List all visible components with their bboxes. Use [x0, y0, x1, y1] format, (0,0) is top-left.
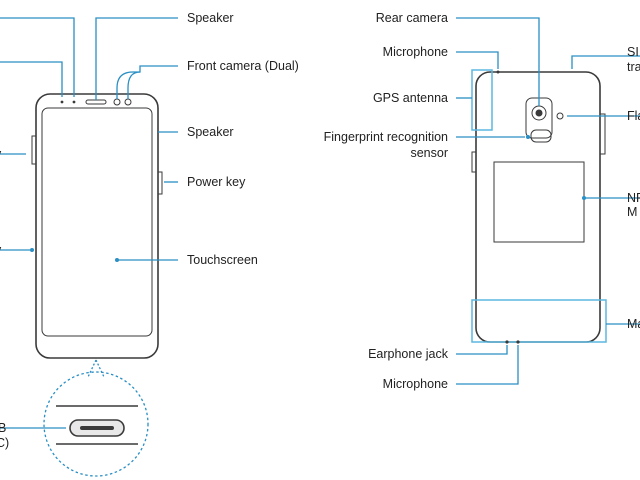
zoom-connector-left — [87, 359, 97, 378]
label-microphone-top: Microphone — [383, 45, 448, 59]
front-phone-body — [35, 93, 159, 359]
leader-microphone-top — [456, 51, 499, 69]
rear-flash — [556, 112, 564, 120]
label-partial-y2: y — [0, 243, 2, 257]
fingerprint-sensor — [530, 129, 552, 143]
top-microphone-hole — [496, 70, 500, 74]
label-partial-y1: y — [0, 147, 2, 161]
leader-dot-side-y2 — [30, 248, 34, 252]
label-power-key: Power key — [187, 175, 246, 189]
label-partial-sim1: SI — [627, 45, 639, 59]
leader-dot-fingerprint — [526, 135, 530, 139]
label-speaker-side: Speaker — [187, 125, 234, 139]
rear-camera-lens — [535, 109, 543, 117]
back-left-key — [471, 151, 477, 173]
leader-partial-top2 — [0, 17, 75, 97]
label-gps-antenna: GPS antenna — [373, 91, 448, 105]
label-partial-main: Ma — [627, 317, 640, 331]
bottom-microphone-hole — [516, 340, 520, 344]
label-microphone-bottom: Microphone — [383, 377, 448, 391]
front-speaker-slot — [85, 99, 107, 105]
leader-dot-nfc — [582, 196, 586, 200]
leader-dot-touchscreen — [115, 258, 119, 262]
earphone-jack-hole — [505, 340, 509, 344]
usb-c-port-tongue — [80, 426, 114, 430]
front-power-key — [157, 171, 163, 195]
label-partial-c: C) — [0, 436, 9, 450]
back-side-key — [599, 113, 606, 155]
leader-front-camera-b — [127, 71, 141, 99]
label-touchscreen: Touchscreen — [187, 253, 258, 267]
leader-earphone-jack — [456, 345, 508, 355]
zoom-circle — [43, 371, 149, 477]
zoom-connector-right — [95, 359, 105, 378]
gps-antenna-area — [471, 69, 493, 131]
label-earphone-jack: Earphone jack — [368, 347, 449, 361]
nfc-antenna-area — [493, 161, 585, 243]
leader-speaker-top — [95, 17, 178, 100]
front-camera-lens-1 — [113, 98, 121, 106]
front-sensor-dot-2 — [72, 100, 76, 104]
label-partial-nfc1: NF — [627, 191, 640, 205]
leader-partial-top1 — [0, 61, 63, 97]
leader-rear-camera — [456, 17, 540, 106]
leader-sim-tray — [571, 55, 640, 69]
label-partial-flash: Fla — [627, 109, 640, 123]
front-view: r r Speaker Front camera (Dual) Speaker … — [0, 11, 299, 477]
back-view: Rear camera Microphone GPS antenna Finge… — [324, 11, 640, 391]
label-speaker-top: Speaker — [187, 11, 234, 25]
leader-microphone-bottom — [456, 345, 519, 385]
label-fingerprint-line2: sensor — [410, 146, 448, 160]
front-sensor-dot-1 — [60, 100, 64, 104]
front-touchscreen-area — [41, 107, 153, 337]
label-partial-nfc2: M — [627, 205, 637, 219]
label-front-camera: Front camera (Dual) — [187, 59, 299, 73]
label-rear-camera: Rear camera — [376, 11, 448, 25]
main-antenna-area — [471, 299, 607, 343]
front-camera-lens-2 — [124, 98, 132, 106]
label-fingerprint-line1: Fingerprint recognition — [324, 130, 448, 144]
front-volume-key — [31, 135, 37, 165]
label-partial-sim2: tra — [627, 60, 640, 74]
label-partial-b: B — [0, 421, 6, 435]
